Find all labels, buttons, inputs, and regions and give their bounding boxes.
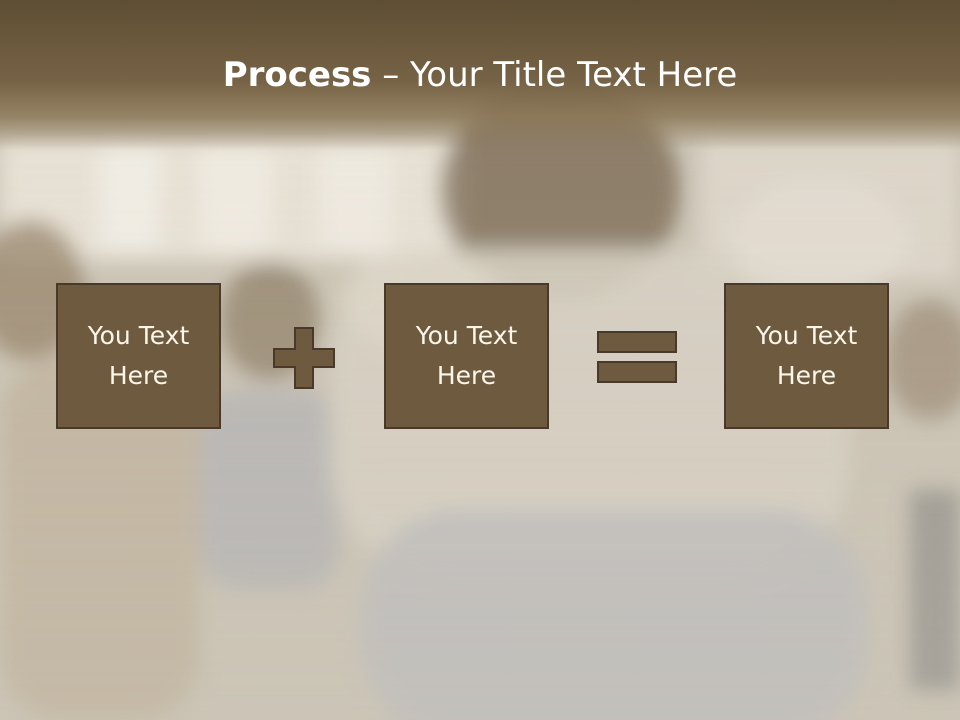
process-box-2: You Text Here xyxy=(384,283,549,429)
slide-title: Process – Your Title Text Here xyxy=(0,52,960,98)
equals-icon xyxy=(597,331,677,383)
slide-title-bold: Process xyxy=(222,55,372,95)
process-box-1: You Text Here xyxy=(56,283,221,429)
plus-icon xyxy=(273,327,335,389)
process-box-3-text: You Text Here xyxy=(755,321,858,390)
process-box-1-text: You Text Here xyxy=(87,321,190,390)
title-band xyxy=(0,0,960,150)
process-box-2-text: You Text Here xyxy=(415,321,518,390)
process-box-3: You Text Here xyxy=(724,283,889,429)
slide-title-rest: – Your Title Text Here xyxy=(371,55,738,95)
